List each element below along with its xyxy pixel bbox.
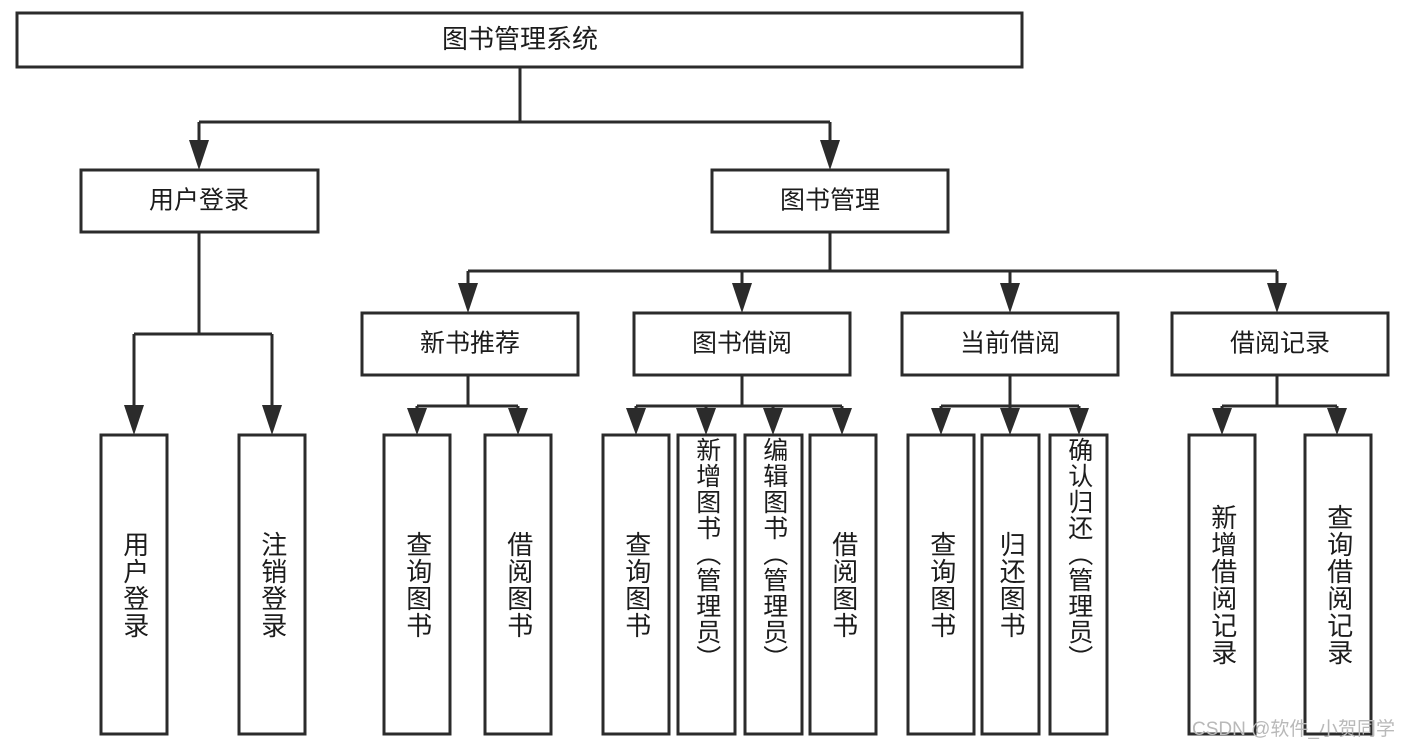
connector-bookmgmt-to-level3 [458,232,1287,313]
arrow-icon [820,140,840,170]
arrow-icon [508,408,528,435]
connector-root-to-level2 [189,67,840,170]
node-borrow-record[interactable]: 借阅记录 [1170,311,1390,377]
leaf-box-query-book-current[interactable] [906,433,976,736]
node-root[interactable]: 图书管理系统 [15,11,1024,69]
node-user-login-label: 用户登录 [149,187,249,215]
leaf-box-return-book[interactable] [980,433,1041,736]
leaf-box-query-borrow-record[interactable] [1303,433,1373,736]
node-borrow-record-label: 借阅记录 [1230,330,1330,358]
arrow-icon [696,408,716,435]
node-borrow-record-box[interactable] [1170,311,1390,377]
connector-record-to-leaves [1212,375,1347,435]
node-root-box[interactable] [15,11,1024,69]
leaf-box-add-book-admin[interactable] [676,433,737,736]
leaf-box-borrow-book[interactable] [808,433,878,736]
arrow-icon [1267,283,1287,313]
node-current-borrow-box[interactable] [900,311,1120,377]
arrow-icon [832,408,852,435]
connector-userlogin-to-leaves [124,232,282,435]
arrow-icon [1000,283,1020,313]
node-book-borrow-box[interactable] [632,311,852,377]
arrow-icon [1327,408,1347,435]
leaf-box-confirm-return-admin[interactable] [1048,433,1109,736]
arrow-icon [189,140,209,170]
arrow-icon [458,283,478,313]
arrow-icon [1212,408,1232,435]
node-user-login-box[interactable] [79,168,320,234]
node-user-login[interactable]: 用户登录 [79,168,320,234]
arrow-icon [407,408,427,435]
leaf-box-query-book-recommend[interactable] [382,433,452,736]
node-root-label: 图书管理系统 [442,24,598,54]
leaf-box-add-borrow-record[interactable] [1187,433,1257,736]
connector-borrow-to-leaves [626,375,852,435]
leaf-box-borrow-book-recommend[interactable] [483,433,553,736]
node-book-management-label: 图书管理 [780,187,880,215]
arrow-icon [626,408,646,435]
connector-recommend-to-leaves [407,375,528,435]
watermark-text: CSDN @软件_小贺同学 [1192,719,1395,740]
node-current-borrow[interactable]: 当前借阅 [900,311,1120,377]
node-book-management[interactable]: 图书管理 [710,168,950,234]
node-book-borrow[interactable]: 图书借阅 [632,311,852,377]
arrow-icon [1000,408,1020,435]
leaf-box-query-book-borrow[interactable] [601,433,671,736]
node-current-borrow-label: 当前借阅 [960,330,1060,358]
node-book-management-box[interactable] [710,168,950,234]
arrow-icon [1069,408,1089,435]
connector-current-to-leaves [931,375,1089,435]
leaf-box-logout[interactable] [237,433,307,736]
leaf-box-user-login[interactable] [99,433,169,736]
leaf-box-edit-book-admin[interactable] [743,433,804,736]
arrow-icon [931,408,951,435]
node-new-book-recommend-label: 新书推荐 [420,330,520,358]
node-new-book-recommend-box[interactable] [360,311,580,377]
node-new-book-recommend[interactable]: 新书推荐 [360,311,580,377]
arrow-icon [732,283,752,313]
arrow-icon [763,408,783,435]
node-book-borrow-label: 图书借阅 [692,330,792,358]
arrow-icon [262,405,282,435]
arrow-icon [124,405,144,435]
